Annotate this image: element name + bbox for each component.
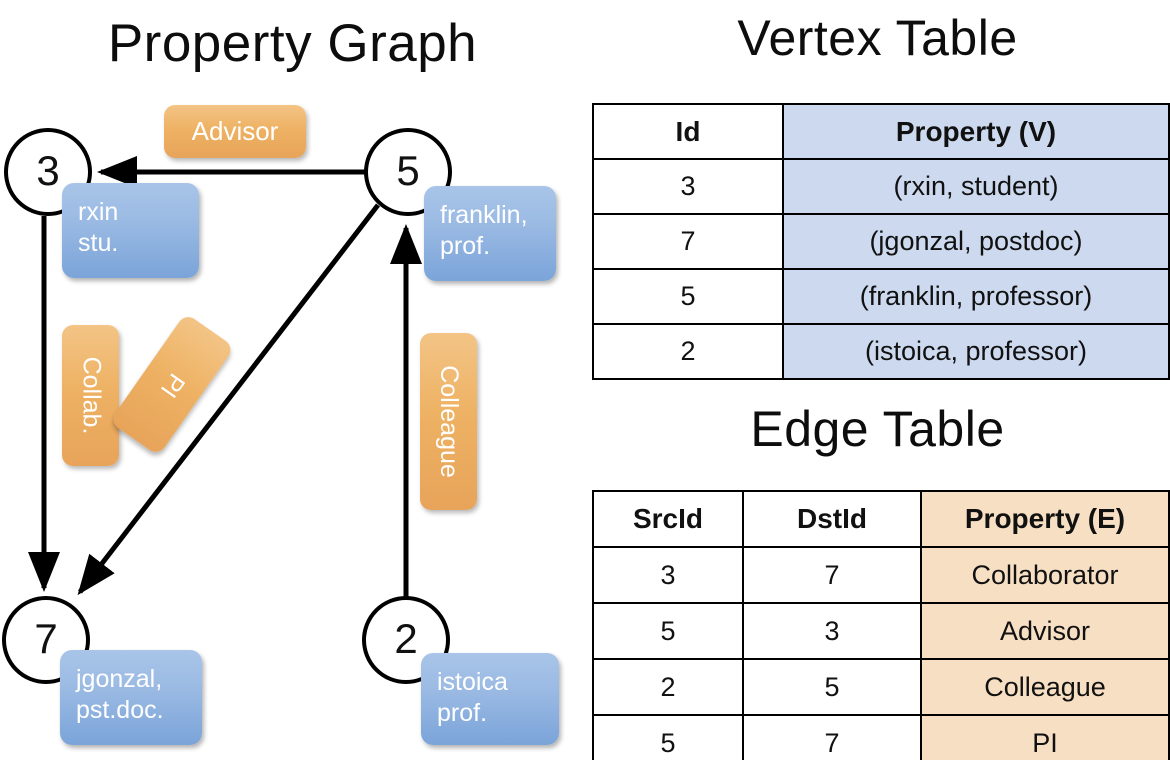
property-line-1: rxin xyxy=(78,198,119,226)
cell-property: PI xyxy=(920,714,1170,760)
table-row: 3 7 Collaborator xyxy=(592,546,1170,604)
vertex-property-callout-franklin: franklin, prof. xyxy=(424,186,556,281)
property-graph-canvas: 3 5 7 2 rxin stu. franklin, prof. jgonza… xyxy=(2,105,559,745)
table-row: 5 (franklin, professor) xyxy=(592,268,1170,325)
vertex-node-2[interactable]: 2 xyxy=(362,596,450,684)
table-header-row: SrcId DstId Property (E) xyxy=(592,490,1170,548)
cell-id: 2 xyxy=(592,323,784,380)
cell-srcid: 2 xyxy=(592,658,744,716)
cell-dstid: 3 xyxy=(742,602,922,660)
cell-property: Collaborator xyxy=(920,546,1170,604)
cell-dstid: 7 xyxy=(742,714,922,760)
table-row: 5 3 Advisor xyxy=(592,602,1170,660)
property-line-2: pst.doc. xyxy=(76,696,164,724)
property-line-1: jgonzal, xyxy=(76,665,163,693)
cell-srcid: 3 xyxy=(592,546,744,604)
cell-property: (istoica, professor) xyxy=(782,323,1170,380)
edge-table: SrcId DstId Property (E) 3 7 Collaborato… xyxy=(592,490,1170,760)
table-row: 2 (istoica, professor) xyxy=(592,323,1170,380)
table-row: 5 7 PI xyxy=(592,714,1170,760)
cell-dstid: 5 xyxy=(742,658,922,716)
cell-property: (jgonzal, postdoc) xyxy=(782,213,1170,270)
vertex-id-label: 3 xyxy=(36,147,60,194)
vertex-id-label: 7 xyxy=(34,615,58,662)
property-line-1: franklin, xyxy=(440,201,528,229)
vertex-id-label: 5 xyxy=(396,147,420,194)
column-header-id: Id xyxy=(592,103,784,160)
cell-id: 3 xyxy=(592,158,784,215)
table-row: 2 5 Colleague xyxy=(592,658,1170,716)
edge-label-text: Advisor xyxy=(191,116,279,146)
column-header-property-v: Property (V) xyxy=(782,103,1170,160)
column-header-srcid: SrcId xyxy=(592,490,744,548)
column-header-dstid: DstId xyxy=(742,490,922,548)
edge-label-colleague: Colleague xyxy=(420,333,477,510)
cell-srcid: 5 xyxy=(592,602,744,660)
graph-edges-svg xyxy=(28,156,422,600)
column-header-property-e: Property (E) xyxy=(920,490,1170,548)
cell-property: (franklin, professor) xyxy=(782,268,1170,325)
cell-id: 7 xyxy=(592,213,784,270)
cell-property: Advisor xyxy=(920,602,1170,660)
edge-label-advisor: Advisor xyxy=(164,105,306,158)
page-title-property-graph: Property Graph xyxy=(107,14,478,73)
page-title-edge-table: Edge Table xyxy=(750,401,1005,457)
edge-label-text: Colleague xyxy=(435,365,463,478)
table-row: 3 (rxin, student) xyxy=(592,158,1170,215)
vertex-table: Id Property (V) 3 (rxin, student) 7 (jgo… xyxy=(592,103,1170,380)
property-line-2: prof. xyxy=(440,232,491,260)
edge-label-text: PI xyxy=(154,367,190,402)
cell-property: Colleague xyxy=(920,658,1170,716)
vertex-node-5[interactable]: 5 xyxy=(364,128,452,216)
edge-label-collab: Collab. xyxy=(62,325,119,466)
vertex-property-callout-rxin: rxin stu. xyxy=(62,183,199,278)
cell-srcid: 5 xyxy=(592,714,744,760)
cell-property: (rxin, student) xyxy=(782,158,1170,215)
edge-5-to-7-pi xyxy=(77,203,380,596)
edge-label-text: Collab. xyxy=(77,356,106,435)
vertex-property-callout-jgonzal: jgonzal, pst.doc. xyxy=(60,650,202,745)
table-row: 7 (jgonzal, postdoc) xyxy=(592,213,1170,270)
vertex-property-callout-istoica: istoica prof. xyxy=(421,653,559,745)
vertex-id-label: 2 xyxy=(394,615,418,662)
table-header-row: Id Property (V) xyxy=(592,103,1170,160)
property-line-2: prof. xyxy=(437,699,488,727)
cell-dstid: 7 xyxy=(742,546,922,604)
property-line-1: istoica xyxy=(437,668,508,696)
property-line-2: stu. xyxy=(78,229,119,257)
page-title-vertex-table: Vertex Table xyxy=(737,10,1018,66)
cell-id: 5 xyxy=(592,268,784,325)
